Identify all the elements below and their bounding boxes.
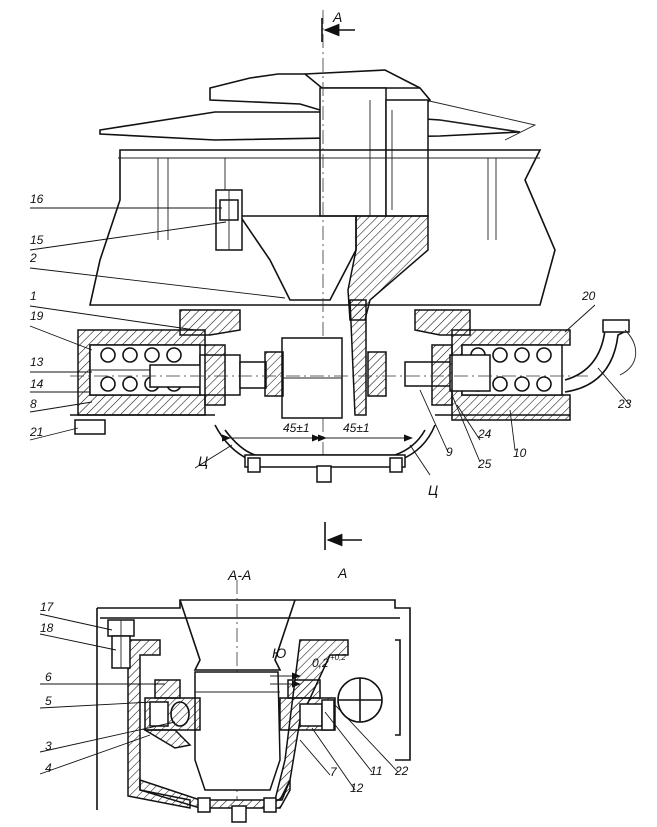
callout-23: 23 — [617, 397, 632, 411]
callout-8: 8 — [30, 397, 37, 411]
mark-c-left: Ц — [198, 453, 208, 469]
top-view: A — [29, 9, 637, 498]
callout-14: 14 — [30, 377, 44, 391]
callout-10: 10 — [513, 446, 527, 460]
section-mark-a-mid: A — [337, 565, 347, 581]
callout-1: 1 — [30, 289, 37, 303]
dim-clearance-tol: +0,2 — [330, 653, 346, 662]
callout-17: 17 — [40, 600, 55, 614]
callout-3: 3 — [45, 739, 52, 753]
callout-19: 19 — [30, 309, 44, 323]
callout-11: 11 — [370, 764, 382, 778]
callout-6: 6 — [45, 670, 52, 684]
callout-13: 13 — [30, 355, 44, 369]
callout-5: 5 — [45, 694, 52, 708]
callout-25: 25 — [477, 457, 492, 471]
callout-15: 15 — [30, 233, 44, 247]
dim-clearance: 0,2 — [312, 656, 329, 670]
callout-9: 9 — [446, 445, 453, 459]
callouts-bottom-right: 7 12 11 22 — [299, 704, 409, 795]
callouts-bottom-left: 17 18 6 5 3 4 — [39, 600, 176, 775]
callout-16: 16 — [30, 192, 44, 206]
section-title: A-A — [227, 567, 251, 583]
dim-left: 45±1 — [283, 421, 310, 435]
dim-right: 45±1 — [343, 421, 370, 435]
mark-yu: Ю — [272, 645, 286, 661]
callouts-top-right: 20 23 24 10 25 9 — [419, 289, 632, 471]
callout-22: 22 — [394, 764, 409, 778]
mark-c-right: Ц — [428, 482, 438, 498]
callout-7: 7 — [330, 765, 338, 779]
section-mark-a-top: A — [332, 9, 342, 25]
callout-20: 20 — [581, 289, 596, 303]
callout-2: 2 — [29, 251, 37, 265]
callout-21: 21 — [29, 425, 43, 439]
callout-24: 24 — [477, 427, 492, 441]
callout-18: 18 — [40, 621, 54, 635]
section-view: 0,2 +0,2 Ю 17 18 6 5 3 4 7 12 11 22 — [39, 580, 411, 823]
callouts-top-left: 16 15 2 1 19 13 14 8 21 — [29, 192, 286, 441]
callout-12: 12 — [350, 781, 364, 795]
section-arrow-mid: A A-A — [227, 522, 362, 583]
callout-4: 4 — [45, 761, 52, 775]
